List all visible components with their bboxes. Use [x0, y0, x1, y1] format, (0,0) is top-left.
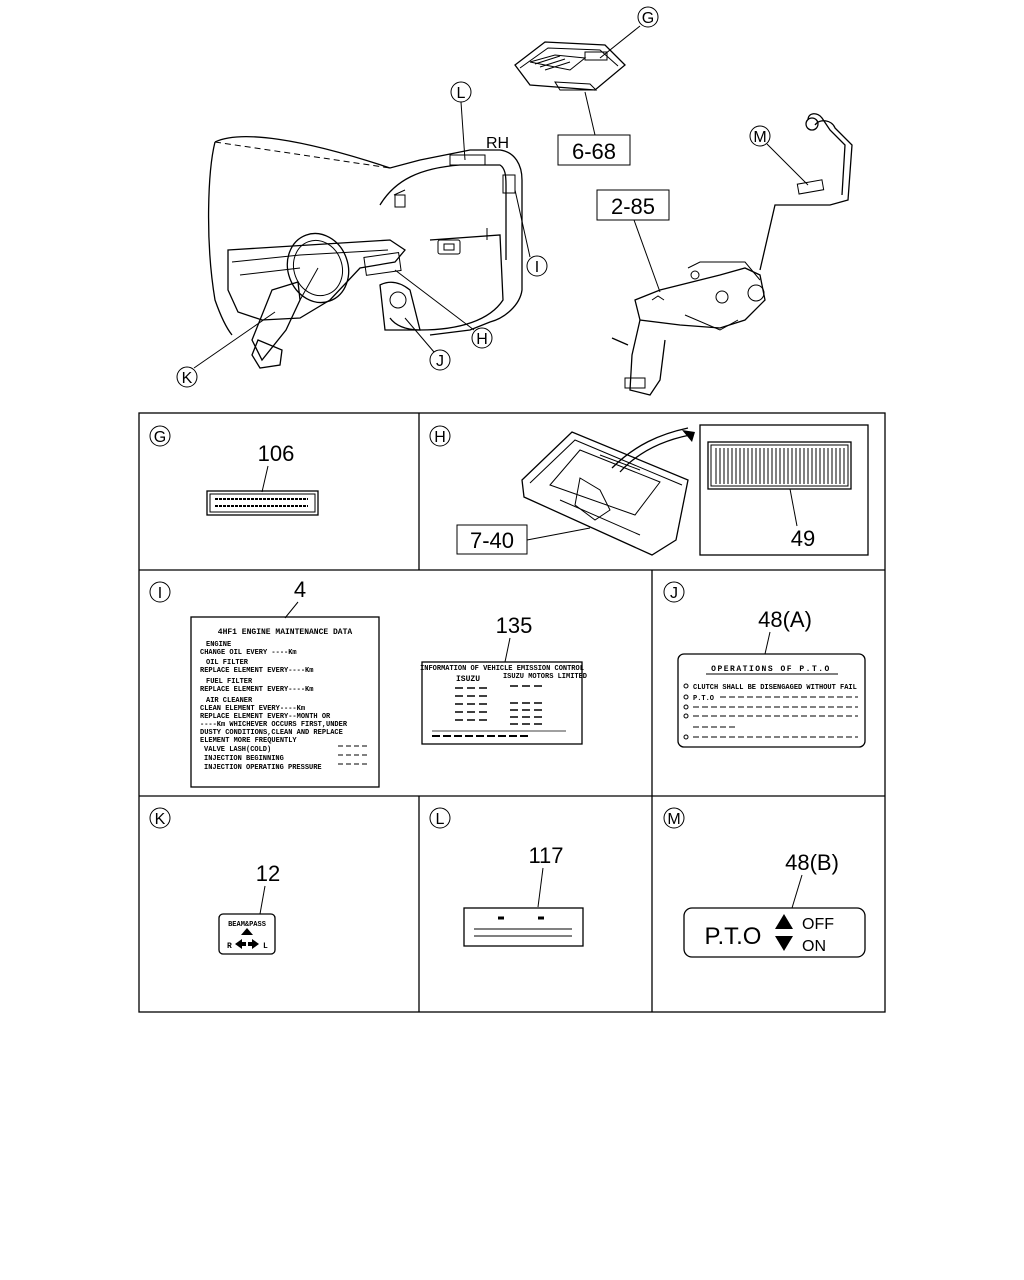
callout-L: L: [457, 85, 466, 102]
part-117: 117: [528, 843, 563, 868]
down-arrow-icon: [775, 936, 793, 951]
pto-switch-text: P.T.O: [705, 923, 762, 950]
svg-text:INJECTION OPERATING PRESSURE: INJECTION OPERATING PRESSURE: [204, 764, 322, 772]
callout-H: H: [476, 331, 488, 348]
svg-text:CLUTCH SHALL BE DISENGAGED WIT: CLUTCH SHALL BE DISENGAGED WITHOUT FAIL: [693, 684, 857, 692]
pto-switch-label: [683, 907, 866, 958]
callout-J: J: [436, 353, 444, 370]
cell-M-letter: M: [667, 811, 680, 828]
pto-ops-title: OPERATIONS OF P.T.O: [711, 665, 831, 674]
beam-L: L: [263, 942, 268, 951]
ref-7-40: 7-40: [470, 528, 514, 553]
cell-G: G 106: [149, 425, 319, 516]
ref-6-68: 6-68: [572, 139, 616, 164]
callout-I: I: [535, 259, 539, 276]
svg-text:ELEMENT MORE FREQUENTLY: ELEMENT MORE FREQUENTLY: [200, 737, 297, 745]
part-48A: 48(A): [758, 607, 812, 632]
pto-lever-assembly-illustration: [611, 113, 853, 396]
engine-maint-title: 4HF1 ENGINE MAINTENANCE DATA: [218, 628, 353, 637]
cell-I: I 4 4HF1 ENGINE MAINTENANCE DATA ENGINE …: [149, 577, 587, 788]
part-135: 135: [496, 613, 533, 638]
svg-text:INJECTION BEGINNING: INJECTION BEGINNING: [204, 755, 284, 763]
svg-text:REPLACE ELEMENT EVERY--MONTH O: REPLACE ELEMENT EVERY--MONTH OR: [200, 713, 331, 721]
overhead-console-illustration: [514, 41, 626, 91]
cell-L: L 117: [429, 807, 584, 947]
callout-circle-K: [176, 366, 198, 388]
part-106: 106: [258, 441, 295, 466]
ref-2-85: 2-85: [611, 194, 655, 219]
part-12: 12: [256, 861, 280, 886]
part-48B: 48(B): [785, 850, 839, 875]
ref-box-6-68: [557, 134, 631, 166]
cell-M: M 48(B) P.T.O OFF ON: [663, 807, 866, 958]
pto-off: OFF: [802, 916, 834, 933]
svg-text:AIR CLEANER: AIR CLEANER: [206, 697, 253, 705]
svg-text:INFORMATION OF VEHICLE EMISSIO: INFORMATION OF VEHICLE EMISSION CONTROL: [420, 665, 584, 673]
part-4: 4: [294, 577, 306, 602]
callout-circle-I: [526, 255, 548, 277]
emission-brand: ISUZU: [456, 675, 480, 684]
callout-circle-H: [471, 327, 493, 349]
beam-pass-label: [218, 913, 276, 955]
label-49-frame: [699, 424, 869, 556]
callout-K: K: [182, 370, 193, 387]
cell-I-letter: I: [158, 585, 162, 602]
cell-J-letter: J: [670, 585, 678, 602]
svg-text:REPLACE ELEMENT EVERY----Km: REPLACE ELEMENT EVERY----Km: [200, 667, 313, 675]
svg-text:DUSTY CONDITIONS,CLEAN AND REP: DUSTY CONDITIONS,CLEAN AND REPLACE: [200, 729, 343, 737]
cell-H-letter: H: [434, 429, 446, 446]
ref-box-7-40: [456, 524, 528, 555]
label-117: [463, 907, 584, 947]
cab-interior-illustration: [207, 136, 523, 369]
svg-text:----Km WHICHEVER OCCURS FIRST,: ----Km WHICHEVER OCCURS FIRST,UNDER: [200, 721, 348, 729]
callout-circle-J: [429, 349, 451, 371]
svg-text:CLEAN ELEMENT EVERY----Km: CLEAN ELEMENT EVERY----Km: [200, 705, 305, 713]
detail-grid: [138, 412, 886, 1013]
callout-G: G: [642, 10, 654, 27]
cell-K: K 12 BEAM&PASS R L: [149, 807, 280, 955]
callout-circle-M: [749, 125, 771, 147]
svg-text:REPLACE ELEMENT EVERY----Km: REPLACE ELEMENT EVERY----Km: [200, 686, 313, 694]
cell-K-letter: K: [155, 811, 166, 828]
beam-pass-title: BEAM&PASS: [228, 921, 266, 929]
svg-text:CHANGE OIL EVERY ----Km: CHANGE OIL EVERY ----Km: [200, 649, 297, 657]
part-49: 49: [791, 526, 815, 551]
pto-operations-label: [677, 653, 866, 748]
cell-H: H 7-40: [429, 424, 869, 556]
callout-circle-G: [637, 6, 659, 28]
svg-text:FUEL FILTER: FUEL FILTER: [206, 678, 253, 686]
svg-text:VALVE LASH(COLD): VALVE LASH(COLD): [204, 746, 271, 754]
cell-G-letter: G: [154, 429, 166, 446]
up-arrow-icon: [775, 914, 793, 929]
ref-box-2-85: [596, 189, 670, 221]
callout-circle-L: [450, 81, 472, 103]
label-106: [206, 490, 319, 516]
svg-text:OIL FILTER: OIL FILTER: [206, 659, 249, 667]
callout-M: M: [753, 129, 766, 146]
svg-text:P.T.O: P.T.O: [693, 695, 714, 703]
engine-maintenance-label: [190, 616, 380, 788]
emission-label: [421, 661, 583, 745]
pto-on: ON: [802, 938, 826, 955]
cell-J: J 48(A) OPERATIONS OF P.T.O CLUTCH SHALL…: [663, 581, 866, 748]
svg-text:ISUZU MOTORS LIMITED: ISUZU MOTORS LIMITED: [503, 673, 587, 681]
cell-L-letter: L: [436, 811, 445, 828]
beam-R: R: [227, 942, 232, 951]
rh-label: RH: [486, 135, 509, 152]
svg-text:ENGINE: ENGINE: [206, 641, 231, 649]
